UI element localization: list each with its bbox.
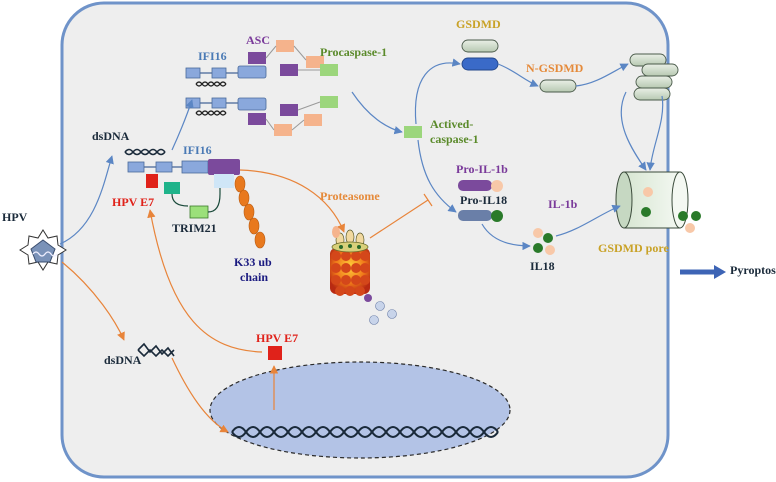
- actived-caspase-1-block: [404, 126, 422, 138]
- pathway-arrows-blue: [59, 58, 664, 251]
- pyroptosis-arrowhead: [714, 265, 726, 279]
- procaspase1-label: Procaspase-1: [320, 45, 388, 59]
- dsdna-top-label: dsDNA: [92, 129, 130, 143]
- il18-domain: [491, 210, 503, 222]
- hpv-e7-protein-bottom: [268, 346, 282, 360]
- cell-membrane: [60, 1, 670, 479]
- inflammasome-assembly: [185, 40, 338, 136]
- genomic-dna-helix: [231, 426, 499, 438]
- hpv-e7-protein-top: [146, 174, 158, 188]
- ifi16-trim21-complex: [127, 159, 266, 249]
- hpv-e7-bottom-label: HPV E7: [256, 331, 299, 345]
- dsdna-top-helix: [124, 148, 166, 156]
- proteasome-icon: [330, 226, 397, 325]
- hpv-virus-icon: [19, 229, 67, 271]
- ifi16-mid-label: IFI16: [183, 143, 212, 157]
- released-cytokines: [678, 211, 701, 233]
- il18-label: IL18: [530, 259, 555, 273]
- il-1b-domain: [491, 180, 503, 192]
- pyroptosis-label: Pyroptosis: [730, 263, 776, 277]
- pro-il-1b-protein: [458, 180, 492, 191]
- gsdmd-protein: [461, 39, 499, 71]
- k33-label-line2: chain: [240, 270, 269, 284]
- proteasome-label: Proteasome: [320, 189, 380, 203]
- nucleus: [209, 361, 511, 459]
- hpv-label: HPV: [2, 210, 28, 224]
- ifi16-top-label: IFI16: [198, 49, 227, 63]
- gsdmd-pore-icon: [615, 171, 689, 229]
- pro-il18-label: Pro-IL18: [460, 193, 508, 207]
- asc-label: ASC: [246, 33, 271, 47]
- dsdna-bottom-helix: [137, 342, 175, 358]
- n-gsdmd-label: N-GSDMD: [526, 61, 584, 75]
- gsdmd-label: GSDMD: [456, 17, 501, 31]
- actived-caspase-label-line1: Actived-: [430, 117, 474, 131]
- k33-ubiquitin-chain: [234, 175, 266, 249]
- n-gsdmd-protein: [539, 79, 577, 93]
- hpv-e7-top-label: HPV E7: [112, 195, 155, 209]
- pro-il18-protein: [458, 210, 492, 221]
- pro-il-1b-label: Pro-IL-1b: [456, 162, 508, 176]
- il18-molecules: [533, 228, 555, 255]
- gsdmd-pore-label: GSDMD pore: [598, 241, 669, 255]
- n-gsdmd-oligomer: [629, 53, 679, 101]
- pathway-arrows-orange: [61, 169, 433, 433]
- actived-caspase-label-line2: caspase-1: [430, 132, 479, 146]
- il-1b-label: IL-1b: [548, 197, 578, 211]
- k33-label-line1: K33 ub: [234, 255, 272, 269]
- dsdna-bottom-label: dsDNA: [104, 353, 142, 367]
- trim21-label: TRIM21: [172, 221, 217, 235]
